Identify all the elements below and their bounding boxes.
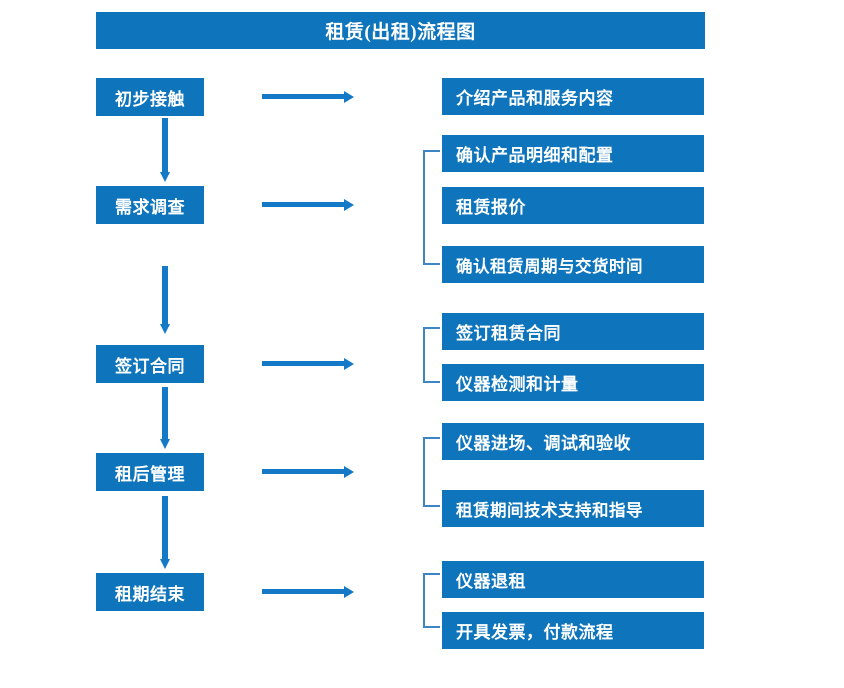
detail-box-confirm-period-delivery[interactable]: 确认租赁周期与交货时间 — [442, 246, 704, 283]
detail-box-sign-rental-contract[interactable]: 签订租赁合同 — [442, 313, 704, 350]
horizontal-arrow-stage5 — [262, 586, 354, 598]
vertical-arrow-stage3-to-stage4 — [160, 387, 170, 449]
detail-box-intro-products-services[interactable]: 介绍产品和服务内容 — [442, 78, 704, 115]
detail-box-rental-quotation[interactable]: 租赁报价 — [442, 187, 704, 224]
arrow-head — [344, 199, 354, 211]
detail-box-instrument-return[interactable]: 仪器退租 — [442, 561, 704, 598]
arrow-shaft — [262, 202, 345, 207]
group-bracket-needs-survey — [423, 150, 440, 265]
horizontal-arrow-stage4 — [262, 466, 354, 478]
arrow-head — [344, 91, 354, 103]
vertical-arrow-stage4-to-stage5 — [160, 496, 170, 569]
group-bracket-rental-end — [423, 573, 440, 628]
detail-box-instrument-install-commission[interactable]: 仪器进场、调试和验收 — [442, 423, 704, 460]
detail-box-confirm-product-spec[interactable]: 确认产品明细和配置 — [442, 135, 704, 172]
horizontal-arrow-stage2 — [262, 199, 354, 211]
detail-box-technical-support[interactable]: 租赁期间技术支持和指导 — [442, 490, 704, 527]
arrow-shaft — [162, 496, 168, 560]
stage-box-post-rental-management[interactable]: 租后管理 — [96, 453, 204, 491]
arrow-shaft — [262, 94, 345, 99]
vertical-arrow-stage2-to-stage3 — [160, 266, 170, 334]
arrow-shaft — [262, 361, 345, 366]
arrow-head — [344, 358, 354, 370]
stage-box-sign-contract[interactable]: 签订合同 — [96, 345, 204, 383]
arrow-shaft — [262, 589, 345, 594]
arrow-shaft — [162, 387, 168, 440]
stage-box-initial-contact[interactable]: 初步接触 — [96, 78, 204, 116]
stage-box-needs-survey[interactable]: 需求调查 — [96, 186, 204, 224]
arrow-shaft — [162, 118, 168, 173]
arrow-head — [344, 466, 354, 478]
arrow-head — [344, 586, 354, 598]
arrow-head — [160, 559, 170, 569]
arrow-head — [160, 439, 170, 449]
detail-box-instrument-inspection[interactable]: 仪器检测和计量 — [442, 364, 704, 401]
detail-box-invoice-payment[interactable]: 开具发票，付款流程 — [442, 612, 704, 649]
arrow-shaft — [162, 266, 168, 325]
stage-box-rental-end[interactable]: 租期结束 — [96, 573, 204, 611]
arrow-shaft — [262, 469, 345, 474]
flowchart-title: 租赁(出租)流程图 — [96, 12, 705, 49]
vertical-arrow-stage1-to-stage2 — [160, 118, 170, 182]
arrow-head — [160, 324, 170, 334]
horizontal-arrow-stage3 — [262, 358, 354, 370]
group-bracket-sign-contract — [423, 327, 440, 383]
horizontal-arrow-stage1 — [262, 91, 354, 103]
arrow-head — [160, 172, 170, 182]
group-bracket-post-rental — [423, 437, 440, 507]
